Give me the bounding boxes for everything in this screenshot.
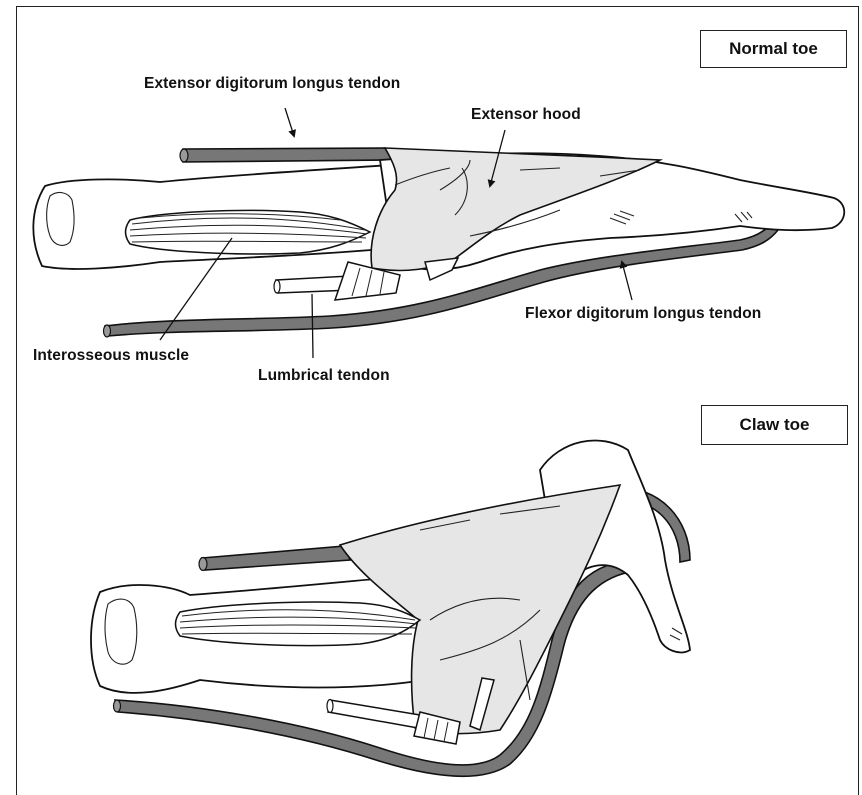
claw-interosseous-muscle (176, 602, 421, 646)
lumbrical-tendon-label: Lumbrical tendon (258, 367, 390, 385)
interosseous-muscle-label: Interosseous muscle (33, 347, 189, 365)
claw-extensor-tendon (202, 546, 350, 570)
claw-toe-title: Claw toe (701, 405, 848, 445)
extensor-tendon-label: Extensor digitorum longus tendon (144, 75, 400, 93)
extensor-hood-label: Extensor hood (471, 106, 581, 124)
claw-lumbrical-tendon (328, 700, 420, 728)
normal-interosseous-muscle (126, 210, 371, 254)
normal-extensor-tendon (183, 148, 392, 162)
flexor-tendon-label: Flexor digitorum longus tendon (525, 305, 761, 323)
claw-toe-drawing (91, 440, 690, 776)
normal-toe-title: Normal toe (700, 30, 847, 68)
